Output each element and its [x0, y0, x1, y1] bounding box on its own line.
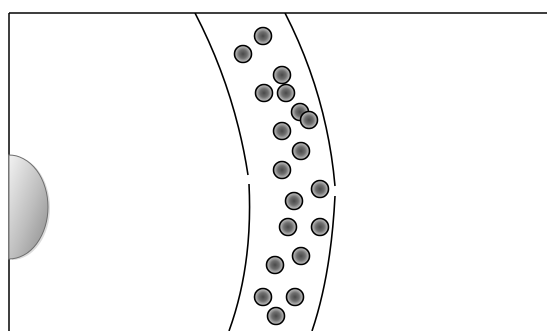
particle	[256, 85, 273, 102]
inner-boundary-upper	[195, 13, 248, 175]
particle	[312, 181, 329, 198]
particle	[293, 248, 310, 265]
particle	[255, 28, 272, 45]
inner-boundary-lower	[229, 184, 250, 331]
particle	[312, 219, 329, 236]
particle	[255, 289, 272, 306]
particle	[278, 85, 295, 102]
source-hemisphere	[9, 155, 50, 260]
particle	[280, 219, 297, 236]
curved-band	[195, 13, 335, 331]
particle	[268, 308, 285, 325]
particle	[235, 46, 252, 63]
particle	[301, 112, 318, 129]
particle	[267, 257, 284, 274]
particles	[235, 28, 329, 325]
particle	[274, 67, 291, 84]
particle	[293, 143, 310, 160]
particle	[274, 123, 291, 140]
particle	[274, 162, 291, 179]
particle	[286, 193, 303, 210]
outer-boundary-lower	[312, 196, 335, 331]
source-hemisphere-body	[9, 155, 48, 259]
particle	[287, 289, 304, 306]
